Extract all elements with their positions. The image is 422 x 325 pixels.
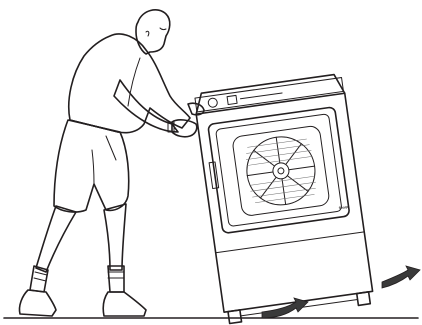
person-head (136, 10, 170, 54)
person-eye (160, 28, 166, 30)
person-shorts (54, 120, 129, 212)
person-shoe-front (103, 292, 146, 316)
display-panel (227, 95, 237, 104)
dryer-door (208, 107, 350, 234)
drum-center-hub (272, 162, 290, 180)
shorts-seam (92, 150, 94, 184)
drum-center-dot (278, 167, 285, 174)
person-shoe-back (19, 290, 56, 316)
brand-mark: Sharp (338, 205, 348, 210)
person (19, 10, 204, 316)
dryer-body (196, 93, 372, 312)
front-foot (228, 310, 242, 324)
control-knob (208, 98, 218, 108)
person-leg-back (36, 206, 76, 272)
arrow-right-icon (382, 266, 420, 288)
panel-trim (241, 93, 283, 99)
person-shirt (69, 34, 190, 133)
sock-stripes-front (108, 272, 124, 278)
lower-panel-line (216, 232, 365, 253)
sock-stripes-back (34, 272, 47, 281)
shorts-pocket (106, 136, 116, 160)
arrow-right-icon (262, 298, 308, 318)
person-ear (146, 31, 149, 36)
drum-outer-ring (243, 132, 320, 209)
drum-vanes (243, 132, 320, 209)
dryer: Sharp (193, 73, 374, 324)
dryer-drum (232, 125, 330, 216)
person-leg-front (104, 204, 126, 270)
rear-foot (357, 292, 371, 306)
